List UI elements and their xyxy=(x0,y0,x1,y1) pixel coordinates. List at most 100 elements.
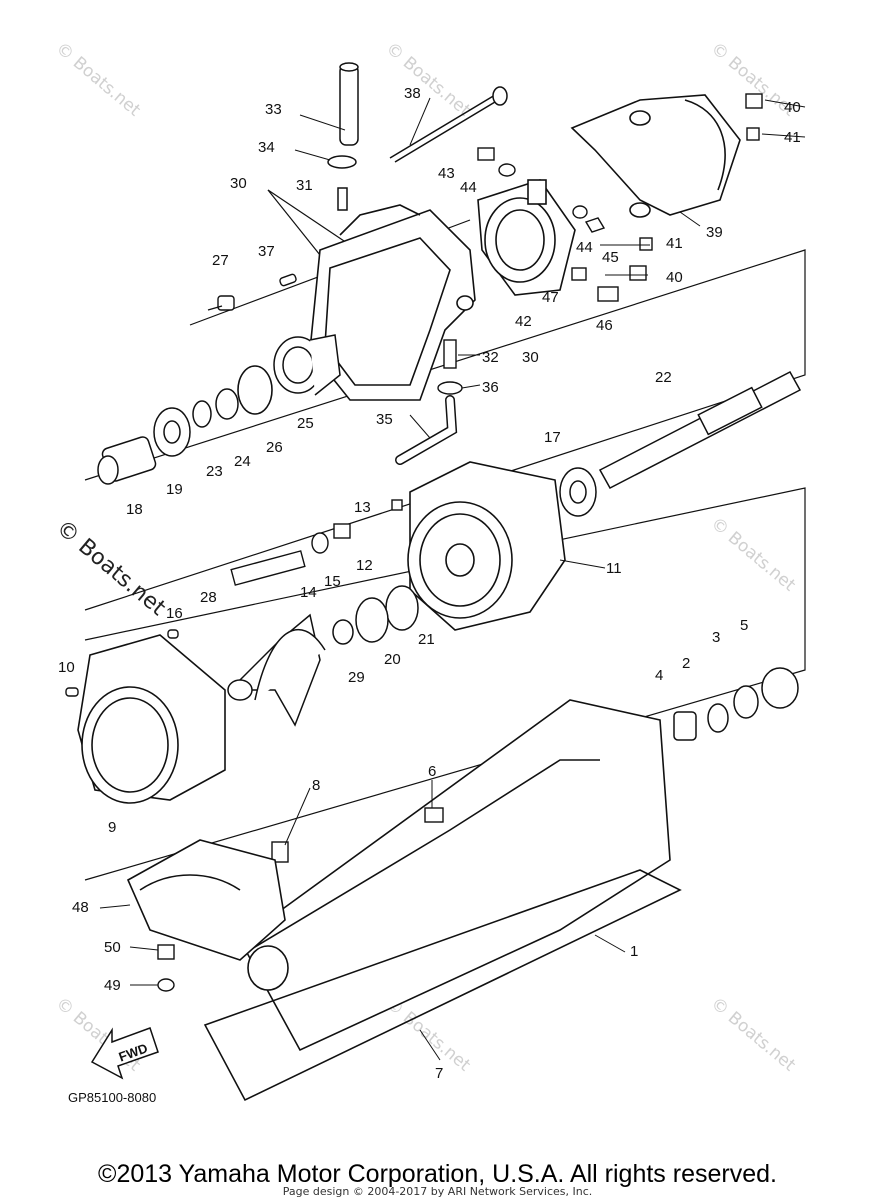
callout-10: 10 xyxy=(58,659,75,676)
bushing-12 xyxy=(333,523,351,539)
washer-49 xyxy=(157,978,175,992)
fwd-arrow: FWD xyxy=(90,1027,159,1080)
callout-23: 23 xyxy=(206,463,223,480)
callout-27: 27 xyxy=(212,252,229,269)
page-design-notice: Page design © 2004-2017 by ARI Network S… xyxy=(282,1185,593,1198)
callout-11: 11 xyxy=(606,560,622,577)
callout-35: 35 xyxy=(376,411,393,428)
callout-40: 40 xyxy=(784,99,801,116)
washer-23 xyxy=(192,400,212,428)
callout-15: 15 xyxy=(324,573,341,590)
pin-13 xyxy=(391,499,403,511)
callout-39: 39 xyxy=(706,224,723,241)
impeller-housing-11 xyxy=(407,461,566,631)
callout-18: 18 xyxy=(126,501,143,518)
bolt-40b xyxy=(629,265,647,281)
watermark-mr: © Boats.net xyxy=(707,514,800,596)
washer-29 xyxy=(332,619,354,645)
leader-lines xyxy=(99,97,806,1061)
liner-14 xyxy=(230,550,306,586)
callout-33: 33 xyxy=(265,101,282,118)
watermark-br: © Boats.net xyxy=(707,994,800,1076)
watermark-left: © Boats.net xyxy=(51,515,170,621)
collar-41b xyxy=(639,237,653,251)
callout-25: 25 xyxy=(297,415,314,432)
oring-26 xyxy=(237,365,273,415)
callout-17: 17 xyxy=(544,429,561,446)
watermark-tl: © Boats.net xyxy=(52,39,145,121)
collar-47 xyxy=(571,267,587,281)
callout-5: 5 xyxy=(740,617,748,634)
bolt-38 xyxy=(389,86,508,163)
fitting-8 xyxy=(271,841,289,863)
clamp-34 xyxy=(327,155,357,169)
part-code: GP85100-8080 xyxy=(68,1090,156,1105)
callout-44: 44 xyxy=(460,179,477,196)
callout-7: 7 xyxy=(435,1065,443,1082)
callout-3: 3 xyxy=(712,629,720,646)
callout-21: 21 xyxy=(418,631,435,648)
bolt-43 xyxy=(477,147,495,161)
callout-1: 1 xyxy=(630,943,638,960)
callout-36: 36 xyxy=(482,379,499,396)
callout-46: 46 xyxy=(596,317,613,334)
hose-35 xyxy=(395,395,458,465)
pin-10 xyxy=(65,687,79,697)
callout-41b: 41 xyxy=(666,235,683,252)
spline-4 xyxy=(673,711,697,741)
washer-15 xyxy=(311,532,329,554)
callout-8: 8 xyxy=(312,777,320,794)
ring-2 xyxy=(707,703,729,733)
clamp-36 xyxy=(437,381,463,395)
callout-43: 43 xyxy=(438,165,455,182)
callout-6: 6 xyxy=(428,763,436,780)
callout-9: 9 xyxy=(108,819,116,836)
cover-48 xyxy=(126,839,286,961)
callout-45: 45 xyxy=(602,249,619,266)
nut-45 xyxy=(584,217,606,233)
callout-2: 2 xyxy=(682,655,690,672)
callout-42: 42 xyxy=(515,313,532,330)
callout-20: 20 xyxy=(384,651,401,668)
nozzle-42 xyxy=(477,179,576,296)
callout-13: 13 xyxy=(354,499,371,516)
shaft-22 xyxy=(598,371,802,489)
hose-33 xyxy=(339,62,359,146)
callout-30b: 30 xyxy=(522,349,539,366)
callout-30: 30 xyxy=(230,175,247,192)
elbow-25 xyxy=(273,334,341,396)
bolt-27 xyxy=(207,295,235,311)
reverse-gate-39 xyxy=(570,94,741,218)
guide-arrow-30b xyxy=(267,189,321,256)
washer-24 xyxy=(215,388,239,420)
bearing-17 xyxy=(559,467,597,517)
callout-48: 48 xyxy=(72,899,89,916)
collar-41 xyxy=(746,127,760,141)
fitting-32 xyxy=(443,339,457,369)
duct-9 xyxy=(77,634,226,804)
intake-duct-1 xyxy=(203,699,682,1102)
guide-arrow-30 xyxy=(267,189,351,246)
callout-26: 26 xyxy=(266,439,283,456)
washer-44 xyxy=(498,163,516,177)
impeller-28 xyxy=(227,613,326,727)
callout-14: 14 xyxy=(300,584,317,601)
callout-19: 19 xyxy=(166,481,183,498)
bolt-6 xyxy=(424,807,444,823)
cap-5 xyxy=(761,667,799,709)
bearing-19 xyxy=(153,407,191,457)
callout-38: 38 xyxy=(404,85,421,102)
callout-44b: 44 xyxy=(576,239,593,256)
callout-12: 12 xyxy=(356,557,373,574)
sleeve-18 xyxy=(97,436,157,485)
callout-34: 34 xyxy=(258,139,275,156)
callout-49: 49 xyxy=(104,977,121,994)
callout-16: 16 xyxy=(166,605,183,622)
callout-40b: 40 xyxy=(666,269,683,286)
watermark-tc: © Boats.net xyxy=(382,39,475,121)
ring-3 xyxy=(733,685,759,719)
housing-30 xyxy=(309,204,476,401)
callout-29: 29 xyxy=(348,669,365,686)
fitting-31 xyxy=(337,187,348,211)
